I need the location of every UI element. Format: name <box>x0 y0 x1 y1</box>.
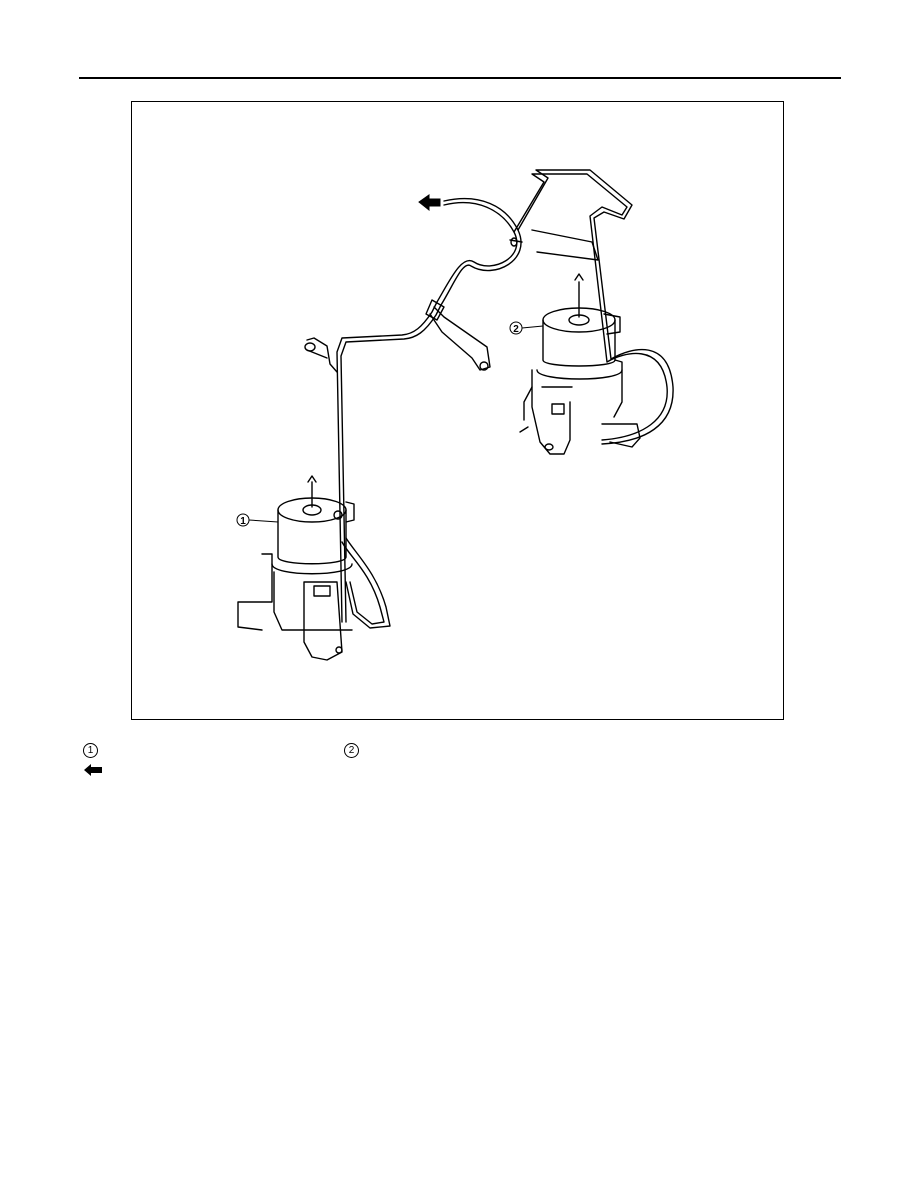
engine-mount-1 <box>237 475 355 661</box>
figure-frame: 1 2 <box>131 101 784 720</box>
legend-number-2: 2 <box>344 743 359 758</box>
left-arrow-icon <box>84 764 102 776</box>
legend-item-2: 2 <box>344 741 359 758</box>
mount-hose-illustration: 1 2 <box>236 169 674 661</box>
middle-bracket <box>425 299 491 371</box>
legend-item-1: 1 <box>83 741 98 758</box>
callout-2: 2 <box>509 321 544 335</box>
callout-2-number: 2 <box>513 324 519 335</box>
hose-loop-mount1 <box>341 537 391 629</box>
hose-direction-arrow <box>418 194 441 212</box>
engine-mount-2 <box>519 273 641 455</box>
callout-1-number: 1 <box>240 516 246 527</box>
legend-number-1: 1 <box>83 743 98 758</box>
left-bracket <box>304 337 338 373</box>
header-rule <box>79 77 841 79</box>
callout-1: 1 <box>236 513 279 527</box>
legend-arrow-item <box>84 764 102 780</box>
upper-bracket <box>509 229 599 261</box>
upper-hose <box>336 197 522 623</box>
hose-loop-mount2 <box>513 169 674 445</box>
